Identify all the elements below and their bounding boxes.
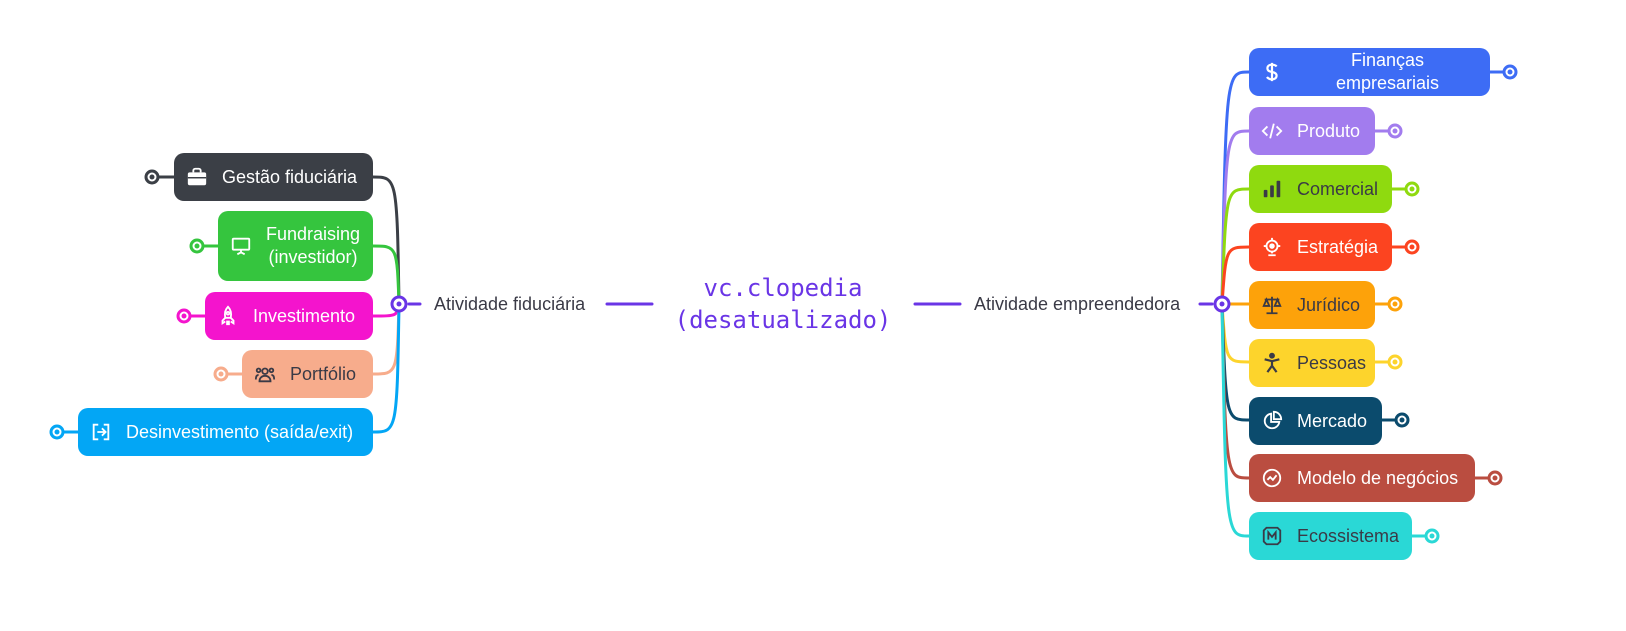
node-label: Ecossistema — [1297, 525, 1400, 546]
node-comercial[interactable]: Comercial — [1249, 165, 1392, 213]
node-label: Estratégia — [1297, 236, 1379, 257]
node-label: Jurídico — [1297, 294, 1361, 315]
node-label: Modelo de negócios — [1297, 467, 1459, 488]
node-produto[interactable]: Produto — [1249, 107, 1375, 155]
node-estrategia[interactable]: Estratégia — [1249, 223, 1392, 271]
collapse-knob-left-1-dot — [194, 243, 200, 249]
dollar-icon — [1261, 61, 1283, 83]
collapse-knob-right-6-dot — [1399, 417, 1405, 423]
node-label: Desinvestimento (saída/exit) — [126, 421, 354, 442]
link-right-5 — [1220, 302, 1251, 364]
exit-icon — [90, 421, 112, 443]
hub-knob-right-dot — [1219, 301, 1225, 307]
node-ecossistema[interactable]: Ecossistema — [1249, 512, 1412, 560]
link-right-3 — [1220, 245, 1251, 306]
node-label: Fundraising (investidor) — [266, 224, 361, 267]
collapse-knob-right-2-dot — [1409, 186, 1415, 192]
collapse-knob-left-4-dot — [54, 429, 60, 435]
bar-chart-icon — [1261, 178, 1283, 200]
node-label: Finanças empresariais — [1335, 50, 1440, 93]
collapse-knob-right-4-dot — [1392, 301, 1398, 307]
code-icon — [1261, 120, 1283, 142]
node-label: Gestão fiduciária — [222, 166, 358, 187]
node-gestao-fiduciaria[interactable]: Gestão fiduciária — [174, 153, 373, 201]
node-desinvestimento[interactable]: Desinvestimento (saída/exit) — [78, 408, 373, 456]
collapse-knob-right-7-dot — [1492, 475, 1498, 481]
collapse-knob-right-5-dot — [1392, 359, 1398, 365]
node-label: Comercial — [1297, 178, 1379, 199]
node-modelo-de-negocios[interactable]: Modelo de negócios — [1249, 454, 1475, 502]
collapse-knob-right-8-dot — [1429, 533, 1435, 539]
hub-knob-left-dot — [396, 301, 402, 307]
branch-atividade-fiduciaria[interactable]: Atividade fiduciária — [434, 294, 586, 314]
briefcase-icon — [186, 166, 208, 188]
node-label: Portfólio — [290, 363, 357, 384]
node-label: Pessoas — [1297, 352, 1367, 373]
node-mercado[interactable]: Mercado — [1249, 397, 1382, 445]
scales-icon — [1261, 294, 1283, 316]
branch-atividade-empreendedora[interactable]: Atividade empreendedora — [974, 294, 1181, 314]
presentation-icon — [230, 235, 252, 257]
node-label: Mercado — [1297, 410, 1368, 431]
users-icon — [254, 363, 276, 385]
node-financas-empresariais[interactable]: Finanças empresariais — [1249, 48, 1490, 96]
link-right-2 — [1220, 187, 1251, 306]
link-left-1 — [371, 244, 401, 306]
collapse-knob-right-0-dot — [1507, 69, 1513, 75]
node-investimento[interactable]: Investimento — [205, 292, 373, 340]
collapse-knob-right-1-dot — [1392, 128, 1398, 134]
link-left-4 — [371, 302, 401, 434]
node-label: Produto — [1297, 120, 1361, 141]
pie-chart-icon — [1261, 410, 1283, 432]
collapse-knob-left-3-dot — [218, 371, 224, 377]
node-pessoas[interactable]: Pessoas — [1249, 339, 1375, 387]
node-portfolio[interactable]: Portfólio — [242, 350, 373, 398]
collapse-knob-right-3-dot — [1409, 244, 1415, 250]
target-gear-icon — [1261, 236, 1283, 258]
badge-m-icon — [1261, 525, 1283, 547]
node-juridico[interactable]: Jurídico — [1249, 281, 1375, 329]
rocket-icon — [217, 305, 239, 327]
link-left-0 — [371, 175, 401, 306]
collapse-knob-left-2-dot — [181, 313, 187, 319]
collapse-knob-left-0-dot — [149, 174, 155, 180]
person-icon — [1261, 352, 1283, 374]
node-label: Investimento — [253, 305, 356, 326]
node-fundraising[interactable]: Fundraising (investidor) — [218, 211, 373, 281]
root-topic[interactable]: vc.clopedia (desatualizado) — [674, 274, 892, 334]
trend-icon — [1261, 467, 1283, 489]
link-right-8 — [1220, 302, 1251, 538]
